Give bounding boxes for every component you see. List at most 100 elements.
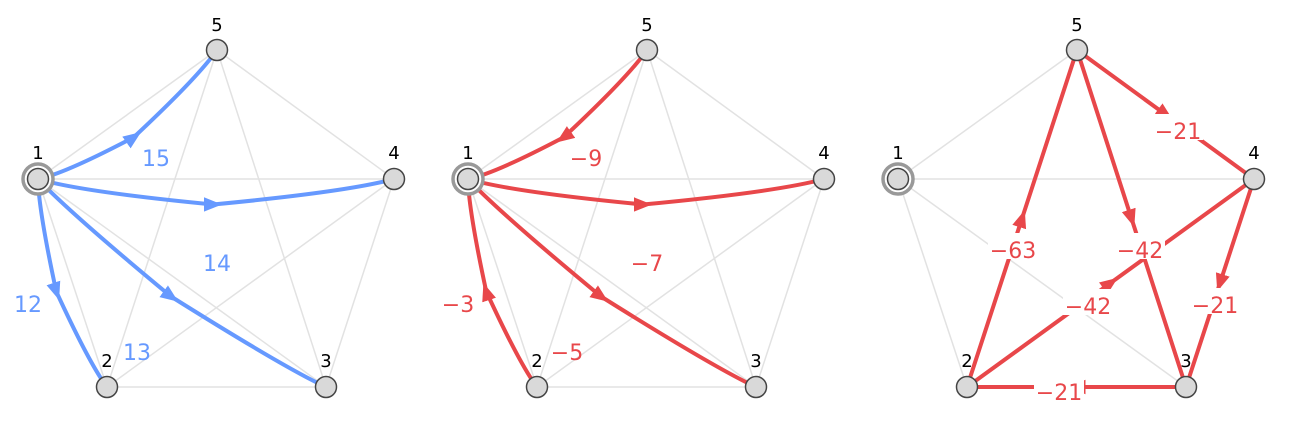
nodes: 1 2 3 4 5: [21, 15, 406, 399]
background-edge: [37, 178, 327, 388]
background-edge: [897, 49, 1078, 180]
node-label: 5: [1071, 15, 1082, 36]
node-circle: [382, 167, 406, 191]
nodes: 1 2 3 4 5: [881, 15, 1266, 399]
edge-weight-label: −21: [1036, 381, 1082, 406]
node-circle: [205, 38, 229, 62]
node-label: 2: [101, 351, 112, 372]
edge-label-background: [1115, 233, 1165, 259]
edge-5-to-3: [1075, 48, 1188, 389]
edge-label-background: [1153, 114, 1203, 140]
edge-label-background: [988, 233, 1038, 259]
node-3: 3: [744, 351, 768, 399]
background-edge: [646, 49, 757, 388]
background-edge: [325, 178, 395, 388]
edge-2-to-1: [466, 177, 539, 389]
node-5: 5: [1065, 15, 1089, 62]
node-4: 4: [382, 143, 406, 191]
node-circle: [1174, 375, 1198, 399]
node-circle: [525, 375, 549, 399]
node-label: 1: [462, 143, 473, 164]
background-edge: [216, 49, 395, 180]
background-edge: [897, 178, 968, 388]
background-edge: [467, 49, 648, 180]
edge-label-background: [1034, 375, 1084, 401]
edge-weight-label: −42: [1065, 295, 1111, 320]
background-edge: [897, 178, 1187, 388]
edge-4-to-3: [1184, 177, 1256, 389]
background-grid-edges: [467, 49, 825, 388]
edge-1-to-2: [36, 177, 109, 389]
edge-weight-label: 14: [203, 252, 231, 277]
node-circle: [314, 375, 338, 399]
edge-weight-label: −5: [551, 341, 583, 366]
node-label: 3: [1180, 351, 1191, 372]
node-circle: [1065, 38, 1089, 62]
edge-label-background: [1190, 288, 1240, 314]
nodes: 1 2 3 4 5: [451, 15, 836, 399]
background-edge: [536, 178, 825, 388]
node-label: 1: [892, 143, 903, 164]
edge-weight-label: 15: [142, 147, 170, 172]
edge-weight-label: −21: [1155, 120, 1201, 145]
node-label: 1: [32, 143, 43, 164]
edge-1-to-3: [36, 177, 328, 389]
edge-1-to-4: [466, 177, 826, 212]
edge-weight-label: −21: [1192, 294, 1238, 319]
node-circle: [1242, 167, 1266, 191]
edge-weight-label: −63: [990, 239, 1036, 264]
node-circle: [744, 375, 768, 399]
edge-1-to-3: [466, 177, 758, 389]
node-circle: [886, 167, 910, 191]
node-1: 1: [881, 143, 915, 196]
edge-weight-label: −42: [1117, 239, 1163, 264]
node-2: 2: [525, 351, 549, 399]
node-label: 3: [750, 351, 761, 372]
node-circle: [26, 167, 50, 191]
node-3: 3: [314, 351, 338, 399]
edge-weight-label: 12: [14, 293, 42, 318]
highlighted-edges: [965, 48, 1256, 395]
node-label: 4: [1248, 143, 1259, 164]
edge-weight-label: −3: [442, 293, 474, 318]
edge-weight-label: −7: [631, 252, 663, 277]
edge-1-to-4: [36, 177, 396, 212]
node-label: 4: [388, 143, 399, 164]
edge-2-to-5: [965, 48, 1079, 389]
background-edge: [755, 178, 825, 388]
background-edge: [106, 178, 395, 388]
edge-1-to-5: [36, 48, 219, 181]
node-1: 1: [21, 143, 55, 196]
node-5: 5: [635, 15, 659, 62]
background-edge: [467, 178, 757, 388]
node-label: 5: [211, 15, 222, 36]
edge-label-background: [1063, 289, 1113, 315]
background-edge: [216, 49, 327, 388]
node-circle: [812, 167, 836, 191]
edge-2-to-4: [965, 177, 1256, 389]
node-5: 5: [205, 15, 229, 62]
background-edge: [536, 49, 648, 388]
edge-weight-label: 13: [123, 341, 151, 366]
background-edge: [37, 49, 218, 180]
node-circle: [95, 375, 119, 399]
edge-weight-label: −9: [570, 147, 602, 172]
node-label: 2: [961, 351, 972, 372]
highlighted-edges: [466, 48, 826, 389]
graph-panel-3: −21 −21 −21 −63 −42 −42 1 2 3 4 5: [881, 15, 1266, 406]
node-1: 1: [451, 143, 485, 196]
node-2: 2: [955, 351, 979, 399]
node-3: 3: [1174, 351, 1198, 399]
background-edge: [106, 49, 218, 388]
node-label: 5: [641, 15, 652, 36]
node-label: 4: [818, 143, 829, 164]
edge-5-to-1: [466, 48, 649, 181]
node-circle: [456, 167, 480, 191]
node-4: 4: [812, 143, 836, 191]
background-edge: [646, 49, 825, 180]
node-2: 2: [95, 351, 119, 399]
graph-panel-2: −9 −7 −5 −3 1 2 3 4 5: [442, 15, 836, 399]
background-edge: [467, 178, 538, 388]
